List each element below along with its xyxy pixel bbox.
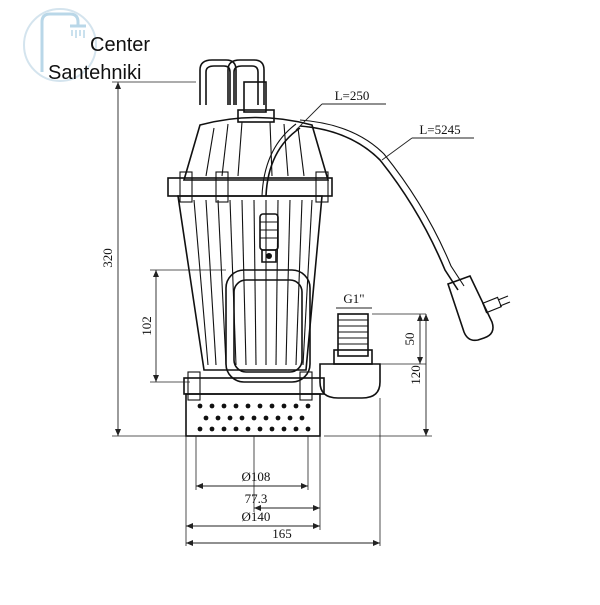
float-cable-sleeve [259, 213, 279, 251]
logo-ring-icon [23, 8, 97, 82]
pump-handle [199, 59, 265, 105]
power-plug [446, 275, 511, 342]
power-cable [299, 125, 459, 291]
ribbed-casing [177, 195, 323, 371]
dim-diameter-inner: Ø108 [242, 469, 271, 484]
flange-bolt-midleft [215, 171, 229, 203]
outlet-fitting [319, 313, 381, 399]
motor-cap [182, 116, 330, 181]
dim-outlet-height: 50 [402, 333, 417, 346]
dimensions: 320 102 50 120 Ø108 77.3 Ø140 165 L=250 [100, 81, 474, 546]
gland-nut [237, 109, 275, 123]
logo: Center Santehniki [23, 8, 150, 84]
float-pivot [266, 253, 272, 259]
pump-body [167, 59, 511, 437]
dim-offset: 77.3 [245, 491, 268, 506]
label-cable-long: L=5245 [419, 122, 460, 137]
leader-cable-short [295, 103, 323, 131]
outlet-thread [337, 313, 369, 357]
dim-outlet-base-height: 120 [408, 365, 423, 385]
dim-diameter-outer: Ø140 [242, 509, 271, 524]
leader-cable-long [381, 137, 413, 161]
logo-line2: Santehniki [48, 62, 141, 84]
lower-flange [183, 377, 325, 395]
dim-float-height: 102 [139, 316, 154, 336]
float-cable [265, 127, 301, 197]
dim-overall-width: 165 [272, 526, 292, 541]
float-switch [225, 123, 311, 383]
label-cable-short: L=250 [335, 88, 370, 103]
cable-gland [243, 81, 267, 113]
dim-total-height: 320 [100, 248, 115, 268]
label-outlet-thread: G1" [343, 291, 364, 306]
logo-line1: Center [90, 34, 150, 56]
strainer-holes [197, 403, 311, 432]
casing-ribs [193, 199, 313, 366]
float-outer [225, 269, 311, 383]
outlet-nut [333, 349, 373, 365]
flange-bolt-left [179, 171, 193, 203]
float-inner [233, 279, 303, 373]
outlet-elbow [319, 363, 381, 399]
shower-icon [40, 12, 86, 72]
strainer-base [185, 393, 321, 437]
